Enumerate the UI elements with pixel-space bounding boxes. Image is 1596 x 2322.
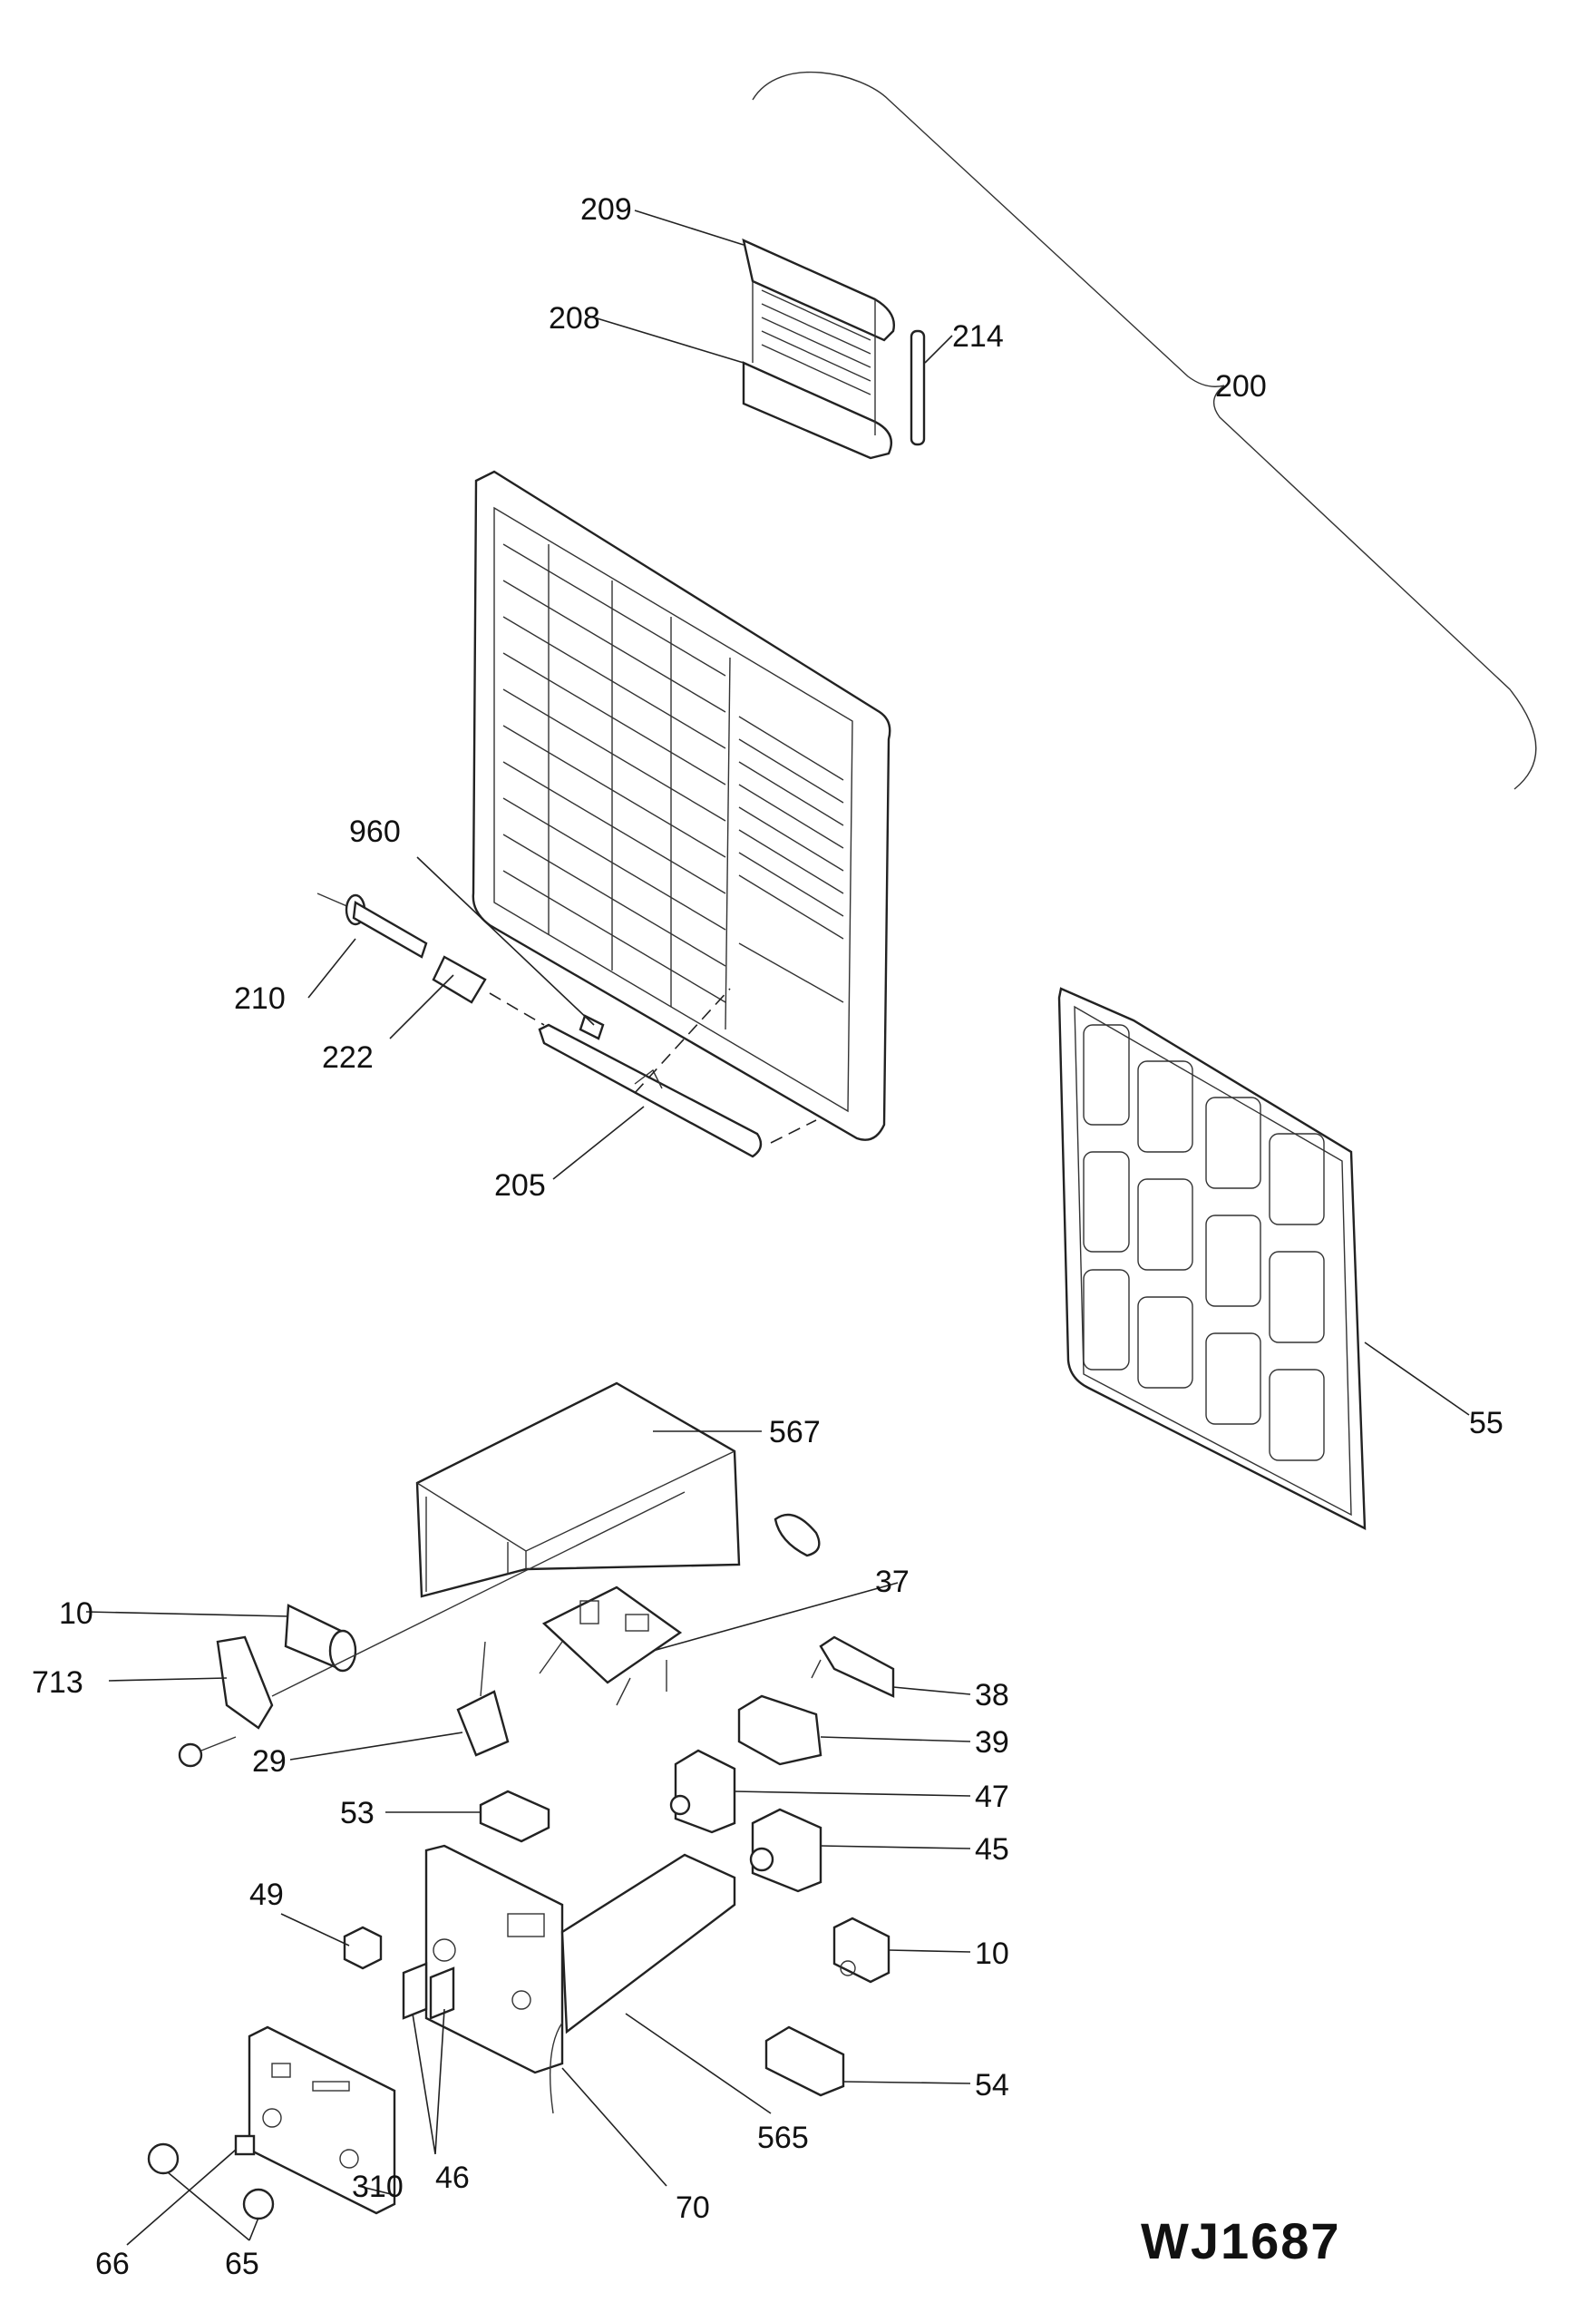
label-29: 29 bbox=[252, 1744, 287, 1779]
filter-part-55 bbox=[1057, 987, 1367, 1530]
part-45 bbox=[749, 1808, 822, 1893]
part-39 bbox=[737, 1694, 822, 1766]
label-65: 65 bbox=[225, 2247, 259, 2281]
control-box-cover-567 bbox=[415, 1381, 741, 1598]
sleeve-part-222 bbox=[432, 955, 487, 1004]
louver-assembly bbox=[742, 238, 895, 460]
bar-part-205 bbox=[538, 1023, 763, 1158]
shaft-part-210 bbox=[316, 893, 428, 959]
label-55: 55 bbox=[1469, 1406, 1504, 1440]
circuit-board-part-37 bbox=[539, 1585, 683, 1706]
strap-part-713 bbox=[216, 1635, 274, 1730]
label-200: 200 bbox=[1215, 369, 1267, 404]
label-46: 46 bbox=[435, 2161, 470, 2195]
label-214: 214 bbox=[952, 319, 1004, 354]
part-labels: 200 209 208 214 960 210 222 205 55 567 3… bbox=[32, 192, 1504, 2281]
label-39: 39 bbox=[975, 1725, 1009, 1760]
wire-part-70 bbox=[549, 2022, 563, 2114]
label-10-capacitor: 10 bbox=[59, 1596, 93, 1631]
label-37: 37 bbox=[875, 1565, 910, 1599]
part-10-connector bbox=[832, 1917, 890, 1984]
knob-part-65-right bbox=[242, 2188, 275, 2220]
assembly-200-bracket bbox=[752, 71, 1537, 790]
label-222: 222 bbox=[322, 1040, 374, 1075]
label-54: 54 bbox=[975, 2068, 1009, 2102]
knob-part-65-left bbox=[147, 2142, 180, 2175]
part-38 bbox=[811, 1635, 895, 1698]
label-47: 47 bbox=[975, 1780, 1009, 1814]
strip-part-214 bbox=[910, 329, 926, 446]
label-205: 205 bbox=[494, 1168, 546, 1203]
part-53 bbox=[479, 1790, 550, 1843]
label-49: 49 bbox=[249, 1878, 284, 1912]
part-49 bbox=[343, 1926, 383, 1970]
part-29 bbox=[456, 1641, 510, 1757]
switch-part-46 bbox=[402, 1962, 455, 2020]
label-567: 567 bbox=[769, 1415, 821, 1449]
label-960: 960 bbox=[349, 815, 401, 849]
screw-part bbox=[178, 1736, 237, 1768]
label-10-connector: 10 bbox=[975, 1937, 1009, 1971]
label-70: 70 bbox=[676, 2190, 710, 2225]
label-209: 209 bbox=[580, 192, 632, 227]
part-47 bbox=[669, 1749, 736, 1834]
label-45: 45 bbox=[975, 1832, 1009, 1867]
label-53: 53 bbox=[340, 1796, 375, 1830]
label-66: 66 bbox=[95, 2247, 130, 2281]
capacitor-part-10 bbox=[284, 1604, 357, 1673]
knob-part-66 bbox=[234, 2134, 256, 2156]
label-208: 208 bbox=[549, 301, 600, 336]
clip-part bbox=[774, 1513, 821, 1557]
drawing-code: WJ1687 bbox=[1141, 2212, 1341, 2269]
part-54 bbox=[764, 2025, 845, 2097]
screw-part-960 bbox=[579, 1014, 605, 1040]
front-grille bbox=[472, 470, 891, 1141]
control-panel-part-565 bbox=[424, 1844, 736, 2074]
label-210: 210 bbox=[234, 981, 286, 1016]
label-38: 38 bbox=[975, 1678, 1009, 1712]
label-565: 565 bbox=[757, 2121, 809, 2155]
label-713: 713 bbox=[32, 1665, 83, 1700]
leader-lines bbox=[85, 210, 1470, 2246]
label-310: 310 bbox=[352, 2170, 404, 2204]
